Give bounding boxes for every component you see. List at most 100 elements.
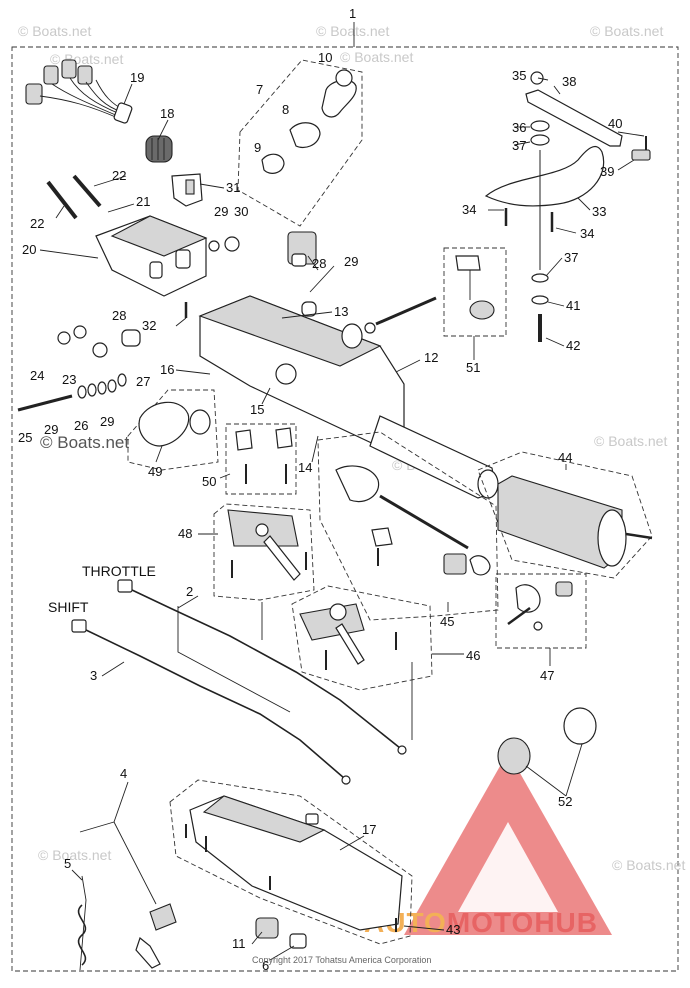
callout-37-b: 37: [564, 250, 578, 265]
callout-51: 51: [466, 360, 480, 375]
watermark-text: © Boats.net: [316, 23, 389, 39]
callout-15: 15: [250, 402, 264, 417]
watermark-text: © Boats.net: [594, 433, 667, 449]
watermark-text: © Boats.net: [612, 857, 685, 873]
callout-48: 48: [178, 526, 192, 541]
group-49-boundary: [127, 389, 219, 471]
washers-37-41: [531, 273, 549, 305]
throttle-link: [227, 509, 307, 581]
callout-49: 49: [148, 464, 162, 479]
arc-plate: [484, 146, 605, 270]
callout-1: 1: [349, 6, 356, 21]
callout-40: 40: [608, 116, 622, 131]
watermark-text: © Boats.net: [590, 23, 663, 39]
assembly-boundary: [11, 46, 679, 972]
shift-label: SHIFT: [48, 599, 89, 615]
watermark-text: © Boats.net: [50, 51, 123, 67]
callout-37: 37: [512, 138, 526, 153]
callout-34-b: 34: [580, 226, 594, 241]
watermarks: © Boats.net © Boats.net © Boats.net © Bo…: [18, 23, 685, 873]
shaft-bolt: [375, 296, 437, 326]
shift-cable: [71, 619, 351, 785]
callout-32: 32: [142, 318, 156, 333]
callout-3: 3: [90, 668, 97, 683]
callout-17: 17: [362, 822, 376, 837]
studs: [46, 174, 102, 220]
brand-triangle-inner: [458, 822, 558, 912]
nut: [224, 236, 240, 252]
watermark-text: © Boats.net: [18, 23, 91, 39]
leader-lines: [39, 22, 645, 961]
callout-14: 14: [298, 460, 312, 475]
callout-7: 7: [256, 82, 263, 97]
lower-cover: [185, 795, 403, 932]
grip-end-caps: [497, 707, 597, 775]
callout-42: 42: [566, 338, 580, 353]
svg-text:AUTOMOTOHUB: AUTOMOTOHUB: [364, 907, 598, 938]
callout-43: 43: [446, 922, 460, 937]
bracket: [95, 215, 208, 297]
callout-39: 39: [600, 164, 614, 179]
callout-30: 30: [234, 204, 248, 219]
callout-31: 31: [226, 180, 240, 195]
callout-35: 35: [512, 68, 526, 83]
clip: [171, 173, 203, 207]
throttle-cable: [117, 579, 407, 755]
watermark-text: © Boats.net: [40, 433, 129, 452]
stop-lanyard: [77, 875, 177, 971]
callout-10: 10: [318, 50, 332, 65]
callout-2: 2: [186, 584, 193, 599]
callout-6: 6: [262, 958, 269, 973]
callout-5: 5: [64, 856, 71, 871]
bushing: [121, 329, 141, 347]
callout-11: 11: [232, 936, 246, 951]
group-17-boundary: [169, 779, 413, 945]
washer: [364, 322, 376, 334]
stop-switch: [287, 231, 317, 317]
cable-bend-lines: [177, 602, 413, 740]
group-7-boundary: [237, 59, 363, 227]
throttle-shaft: [335, 465, 491, 576]
brand-logo: AUTOMOTOHUB: [364, 752, 612, 938]
callout-19: 19: [130, 70, 144, 85]
collar: [341, 323, 363, 349]
callout-12: 12: [424, 350, 438, 365]
callout-4: 4: [120, 766, 127, 781]
callout-33: 33: [592, 204, 606, 219]
callout-13: 13: [334, 304, 348, 319]
callout-47: 47: [540, 668, 554, 683]
callout-29-d: 29: [100, 414, 114, 429]
callout-29-c: 29: [44, 422, 58, 437]
nuts-23-24: [57, 325, 108, 358]
grommet: [145, 135, 173, 163]
callout-22: 22: [112, 168, 126, 183]
tiller-handle-body: [198, 295, 499, 499]
callout-26: 26: [74, 418, 88, 433]
washer: [208, 240, 220, 252]
callout-9: 9: [254, 140, 261, 155]
washers-row: [77, 373, 127, 399]
group-48-boundary: [213, 503, 315, 601]
bolts-34: [504, 208, 554, 232]
callout-44: 44: [558, 450, 572, 465]
cam-pin: [507, 581, 573, 631]
friction-plate-assy: [525, 71, 651, 161]
throttle-grip: [497, 475, 653, 569]
group-51-boundary: [443, 247, 507, 337]
callout-38: 38: [562, 74, 576, 89]
callout-8: 8: [282, 102, 289, 117]
callout-24: 24: [30, 368, 44, 383]
callout-22-b: 22: [30, 216, 44, 231]
callout-18: 18: [160, 106, 174, 121]
callouts: 1 2 3 4 5 6 7 8 9 10 11 12 13 14 15 16 1…: [18, 6, 622, 973]
kill-switch: [255, 917, 307, 949]
callout-29: 29: [214, 204, 228, 219]
long-bolt: [17, 394, 73, 412]
stopper-plates: [235, 427, 293, 484]
brand-text-hub: HUB: [534, 907, 598, 938]
wiring-harness: [25, 59, 133, 124]
callout-45: 45: [440, 614, 454, 629]
watermark-text: © Boats.net: [38, 847, 111, 863]
shift-lever: [299, 603, 397, 670]
